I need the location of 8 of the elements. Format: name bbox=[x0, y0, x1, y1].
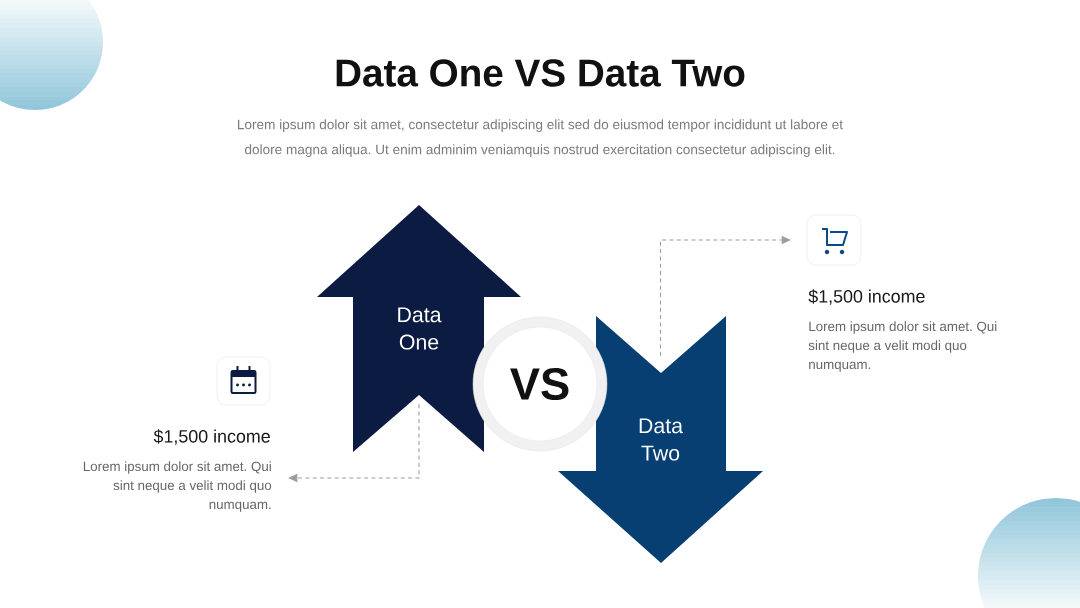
description: Lorem ipsum dolor sit amet. Qui sint neque a velit modi quo numquam. bbox=[808, 321, 997, 372]
title: Data One VS Data Two bbox=[336, 59, 745, 87]
subtitle: Lorem ipsum dolor sit amet, consectetur adipiscing elit sed do eiusmod tempor incididunt ut labore et dolore magna aliqua. Ut enim adminim veniamquis nostrud exercitation consectetur adipiscing elit. bbox=[238, 119, 843, 157]
connector-arrow bbox=[288, 403, 420, 483]
amount-heading: $1,500 income bbox=[808, 289, 925, 305]
amount-heading: $1,500 income bbox=[153, 429, 270, 445]
description: Lorem ipsum dolor sit amet. Qui sint neque a velit modi quo numquam. bbox=[83, 461, 272, 512]
connector-arrow bbox=[659, 235, 791, 357]
